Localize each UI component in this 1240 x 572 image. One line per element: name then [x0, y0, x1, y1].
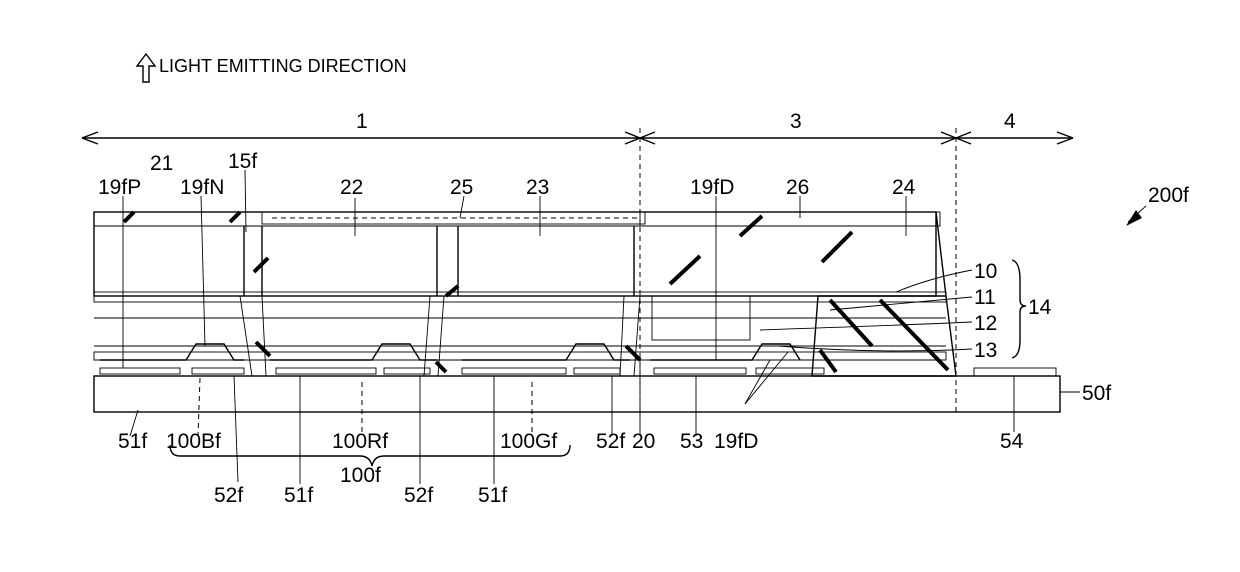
label-22: 22 — [340, 176, 363, 199]
label-24: 24 — [892, 176, 916, 199]
label-20: 20 — [632, 430, 655, 453]
label-10: 10 — [974, 260, 997, 283]
region-1-label: 1 — [356, 110, 368, 133]
upper-resin-layer — [94, 212, 946, 296]
label-23: 23 — [526, 176, 549, 199]
electrodes — [100, 368, 1056, 376]
label-50f: 50f — [1082, 382, 1111, 405]
label-21: 21 — [150, 152, 173, 175]
label-100Rf: 100Rf — [332, 430, 388, 453]
label-100Bf: 100Bf — [166, 430, 221, 453]
insulator-marks-upper — [124, 212, 852, 284]
label-15f: 15f — [228, 150, 257, 173]
label-11: 11 — [974, 286, 996, 309]
label-26: 26 — [786, 176, 809, 199]
label-51f-b: 51f — [284, 484, 313, 507]
label-52f-a: 52f — [596, 430, 625, 453]
label-52f-b: 52f — [214, 484, 243, 507]
wall-dividers — [244, 226, 634, 296]
region-3-label: 3 — [790, 110, 802, 133]
figure-pointer-arrow-icon — [1126, 206, 1146, 226]
label-53: 53 — [680, 430, 703, 453]
label-12: 12 — [974, 312, 997, 335]
label-14: 14 — [1028, 296, 1052, 319]
light-direction-arrow-icon — [137, 54, 155, 82]
label-51f-c: 51f — [478, 484, 507, 507]
region-4-label: 4 — [1004, 110, 1016, 133]
light-direction-label: LIGHT EMITTING DIRECTION — [159, 56, 407, 76]
label-51f-a: 51f — [118, 430, 147, 453]
label-54: 54 — [1000, 430, 1024, 453]
color-filter-25 — [262, 212, 645, 224]
label-19fP: 19fP — [98, 176, 141, 199]
light-shield-26 — [640, 212, 940, 226]
label-100f: 100f — [340, 464, 381, 487]
encapsulant-block-region-3 — [812, 296, 956, 376]
label-100Gf: 100Gf — [500, 430, 557, 453]
label-19fN: 19fN — [180, 176, 224, 199]
label-13: 13 — [974, 339, 997, 362]
substrate-50f — [94, 376, 1060, 412]
label-19fD-bottom: 19fD — [714, 430, 758, 453]
figure-id-label: 200f — [1148, 184, 1189, 207]
label-52f-c: 52f — [404, 484, 433, 507]
label-25: 25 — [450, 176, 473, 199]
label-19fD-top: 19fD — [690, 176, 734, 199]
